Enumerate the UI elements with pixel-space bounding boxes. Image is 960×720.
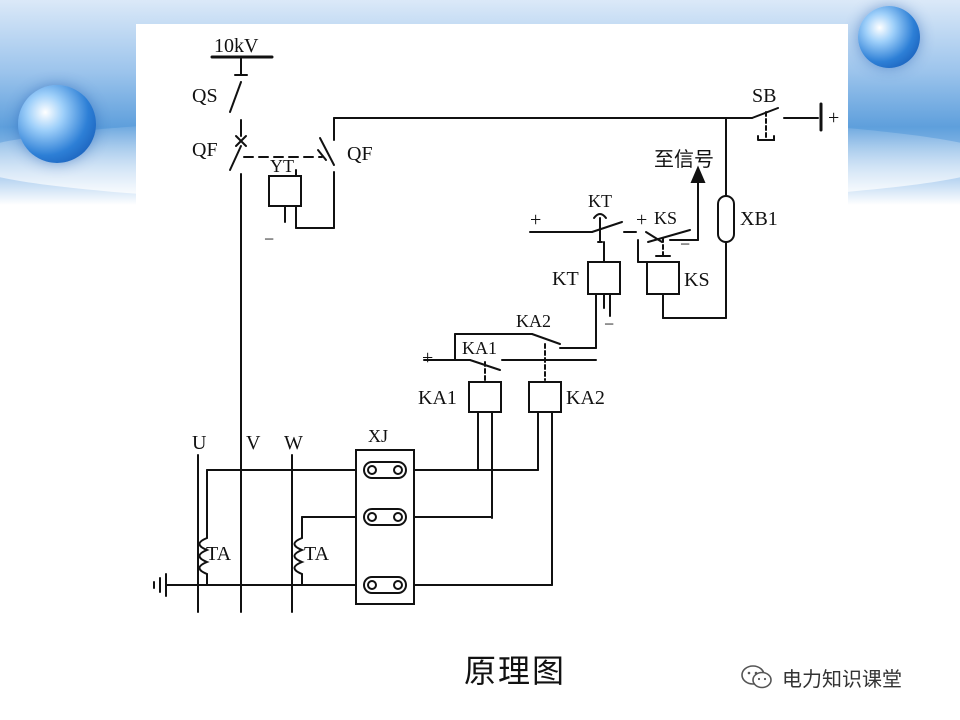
label-kt-top: KT — [588, 191, 612, 211]
label-ks-minus: − — [680, 234, 690, 254]
label-ka1-coil: KA1 — [418, 387, 457, 409]
label-phase-w: W — [284, 432, 303, 454]
label-xj: XJ — [368, 426, 388, 446]
label-ta-left: TA — [206, 543, 232, 565]
label-qf-right: QF — [347, 143, 373, 165]
label-to-signal: 至信号 — [654, 148, 714, 171]
label-kt-coil: KT — [552, 268, 579, 290]
label-ks-coil: KS — [684, 269, 710, 291]
diagram-caption: 原理图 — [463, 652, 566, 690]
label-qs: QS — [192, 85, 218, 107]
label-10kv: 10kV — [214, 35, 259, 57]
label-sb: SB — [752, 85, 776, 107]
label-kt-plus: + — [530, 209, 541, 231]
label-ka2-coil: KA2 — [566, 387, 605, 409]
watermark: 电力知识课堂 — [740, 662, 902, 692]
decorative-orb-left — [18, 85, 96, 163]
label-yt-minus: − — [264, 229, 274, 249]
label-ta-right: TA — [304, 543, 330, 565]
diagram-panel — [136, 24, 848, 620]
label-sb-plus: + — [828, 107, 839, 129]
label-ka2-top: KA2 — [516, 311, 551, 331]
label-kt-minus: − — [604, 314, 614, 334]
label-qf-left: QF — [192, 139, 218, 161]
label-phase-u: U — [192, 432, 207, 454]
label-yt: YT — [270, 156, 294, 176]
label-ks-top: KS — [654, 208, 677, 228]
watermark-text: 电力知识课堂 — [782, 666, 902, 691]
label-ka-plus: + — [422, 347, 433, 369]
label-ks-plus: + — [636, 209, 647, 231]
label-phase-v: V — [246, 432, 261, 454]
wechat-icon — [741, 665, 772, 689]
label-ka1-top: KA1 — [462, 338, 497, 358]
label-xb1: XB1 — [740, 208, 778, 230]
decorative-orb-right — [858, 6, 920, 68]
